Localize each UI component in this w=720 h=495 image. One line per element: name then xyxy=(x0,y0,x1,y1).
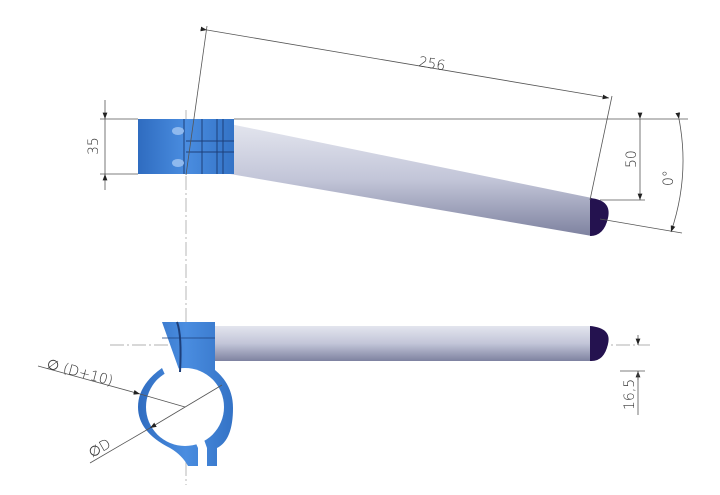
end-cap xyxy=(590,198,609,236)
dim-offset: 50 xyxy=(624,150,640,168)
bolt-head xyxy=(172,127,184,135)
tube-angled xyxy=(230,124,592,236)
dim-inner-diameter: ∅D xyxy=(86,436,114,461)
end-cap xyxy=(590,326,609,362)
bolt-head xyxy=(172,159,184,167)
dim-angle: 0° xyxy=(661,170,677,186)
top-view xyxy=(138,119,609,236)
tube-straight xyxy=(212,326,592,361)
dim-clamp-height: 35 xyxy=(86,137,102,155)
dim-length: 256 xyxy=(417,54,446,74)
front-view xyxy=(138,321,609,466)
dim-outer-diameter: ∅ (D+10) xyxy=(45,356,115,389)
dim-tube-drop: 16,5 xyxy=(622,379,638,410)
clamp-top xyxy=(138,119,234,174)
